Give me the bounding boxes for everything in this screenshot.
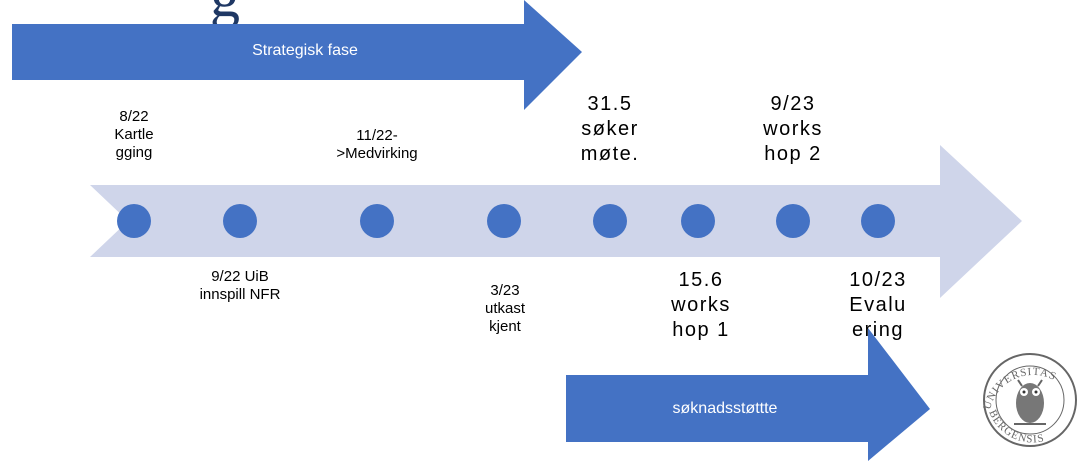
support-phase-label: søknadsstøttte — [672, 400, 778, 417]
timeline-arrow — [90, 145, 1022, 298]
timeline-dot — [776, 204, 810, 238]
milestone-label-kartlegging: 8/22 Kartle gging — [114, 108, 154, 161]
milestone-label-medvirking: 11/22- >Medvirking — [336, 127, 418, 162]
timeline-dot — [117, 204, 151, 238]
milestone-label-utkast: 3/23 utkast kjent — [484, 282, 526, 335]
timeline-dot — [487, 204, 521, 238]
timeline-dots — [117, 204, 895, 238]
support-phase-arrow — [566, 328, 930, 461]
milestone-label-sokermote: 31.5 søker møte. — [580, 93, 640, 165]
strategic-phase-label: Strategisk fase — [252, 42, 358, 59]
timeline-dot — [223, 204, 257, 238]
milestone-label-workshop-2: 9/23 works hop 2 — [763, 93, 823, 165]
timeline-dot — [593, 204, 627, 238]
timeline-dot — [360, 204, 394, 238]
milestone-label-innspill-nfr: 9/22 UiB innspill NFR — [199, 268, 281, 303]
strategic-phase-arrow — [12, 0, 582, 110]
uib-seal-logo: UNIVERSITAS BERGENSIS — [981, 353, 1077, 447]
timeline-dot — [681, 204, 715, 238]
milestone-label-evaluering: 10/23 Evalu ering — [849, 269, 907, 341]
milestone-label-workshop-1: 15.6 works hop 1 — [671, 269, 731, 341]
timeline-dot — [861, 204, 895, 238]
